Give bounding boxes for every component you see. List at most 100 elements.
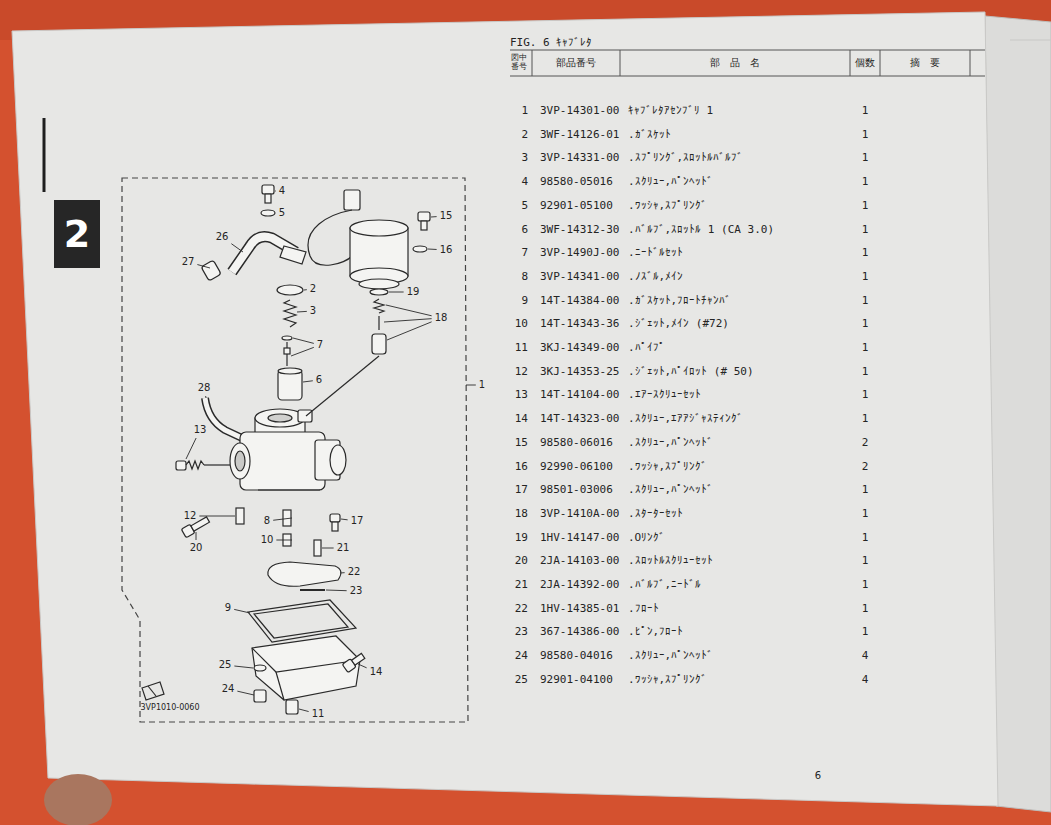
dashed-frame xyxy=(122,178,468,722)
callout-number: 11 xyxy=(312,709,325,719)
carburetor-parts xyxy=(265,194,271,203)
leader-line xyxy=(428,249,437,250)
callout-number: 21 xyxy=(337,543,350,553)
quantity: 1 xyxy=(862,413,869,424)
part-name: .ﾉｽﾞﾙ,ﾒｲﾝ xyxy=(628,270,683,281)
carburetor-parts xyxy=(176,461,186,470)
thumb xyxy=(44,774,112,825)
ref-number: 23 xyxy=(515,626,528,637)
leader-line xyxy=(293,338,314,343)
figure-title: FIG. 6 ｷｬﾌﾞﾚﾀ xyxy=(510,37,592,48)
part-name: ｷｬﾌﾞﾚﾀｱｾﾝﾌﾞﾘ 1 xyxy=(628,105,713,116)
part-name: .ｽｸﾘｭｰ,ﾊﾟﾝﾍｯﾄﾞ xyxy=(628,484,713,495)
carburetor-parts xyxy=(204,464,230,465)
carburetor-parts xyxy=(205,398,242,438)
carburetor-parts xyxy=(284,348,290,354)
leader-line xyxy=(386,305,432,316)
callout-number: 26 xyxy=(216,232,229,242)
carburetor-parts xyxy=(342,652,366,673)
carburetor-parts xyxy=(261,210,275,216)
ref-number: 17 xyxy=(515,484,528,495)
ref-number: 8 xyxy=(521,270,528,281)
carburetor-parts xyxy=(330,514,340,522)
quantity: 4 xyxy=(862,673,869,684)
column-header: 部 品 名 xyxy=(710,58,760,68)
ref-number: 19 xyxy=(515,531,528,542)
part-number: 3VP-14301-00 xyxy=(540,105,619,116)
part-name: .ｶﾞｽｹｯﾄ,ﾌﾛｰﾄﾁｬﾝﾊﾞ xyxy=(628,294,731,305)
ref-number: 2 xyxy=(521,128,528,139)
callout-number: 23 xyxy=(350,586,363,596)
page-sheet xyxy=(880,50,881,76)
carburetor-parts xyxy=(282,336,292,340)
callout-number: 6 xyxy=(316,375,322,385)
callout-number: 25 xyxy=(219,660,232,670)
part-number: 3VP-14331-00 xyxy=(540,152,619,163)
callout-number: 24 xyxy=(222,684,235,694)
ref-number: 20 xyxy=(515,555,528,566)
carburetor-parts xyxy=(240,432,325,490)
quantity: 1 xyxy=(862,294,869,305)
page-sheet xyxy=(12,12,998,806)
carburetor-parts xyxy=(201,260,221,281)
part-name: .ｽｸﾘｭｰ,ﾊﾟﾝﾍｯﾄﾞ xyxy=(628,436,713,447)
page-sheet xyxy=(620,50,621,76)
carburetor-parts xyxy=(378,316,379,330)
callout-number: 27 xyxy=(182,257,195,267)
callout-number: 28 xyxy=(198,383,211,393)
column-header: 個数 xyxy=(855,58,875,68)
column-header: 部品番号 xyxy=(556,58,596,68)
part-number: 3KJ-14353-25 xyxy=(540,365,619,376)
carburetor-parts xyxy=(284,300,296,327)
carburetor-parts xyxy=(258,489,320,490)
part-number: 3WF-14312-30 xyxy=(540,223,619,234)
part-number: 14T-14323-00 xyxy=(540,413,619,424)
part-name: .ﾊﾟｲﾌﾟ xyxy=(628,342,665,353)
quantity: 1 xyxy=(862,152,869,163)
part-number: 2JA-14103-00 xyxy=(540,555,619,566)
part-number: 3VP-1410A-00 xyxy=(540,507,619,518)
leader-line xyxy=(234,666,253,668)
part-name: .ﾆｰﾄﾞﾙｾｯﾄ xyxy=(628,247,683,258)
leader-line xyxy=(303,381,313,382)
carburetor-parts xyxy=(286,700,298,714)
carburetor-parts xyxy=(308,210,352,265)
ref-number: 22 xyxy=(515,602,528,613)
quantity: 1 xyxy=(862,579,869,590)
quantity: 1 xyxy=(862,342,869,353)
carburetor-parts xyxy=(252,648,360,672)
leader-line xyxy=(197,265,210,268)
carburetor-parts xyxy=(421,221,427,230)
leader-line xyxy=(340,572,345,573)
callout-number: 16 xyxy=(440,245,453,255)
carburetor-parts xyxy=(314,540,321,556)
carburetor-parts xyxy=(254,690,266,702)
carburetor-parts xyxy=(370,289,388,295)
carburetor-parts xyxy=(268,562,341,586)
ref-number: 14 xyxy=(515,413,528,424)
callout-number: 15 xyxy=(440,211,453,221)
carburetor-parts xyxy=(142,682,164,700)
part-name: .ﾜｯｼｬ,ｽﾌﾟﾘﾝｸﾞ xyxy=(628,199,707,210)
leader-line xyxy=(387,322,432,340)
carburetor-parts xyxy=(372,334,386,354)
part-name: .ｽｸﾘｭｰ,ﾊﾟﾝﾍｯﾄﾞ xyxy=(628,650,713,661)
carburetor-parts xyxy=(254,665,266,671)
column-header: 摘 要 xyxy=(910,58,940,68)
page-sheet xyxy=(43,118,46,192)
carburetor-parts xyxy=(235,451,245,471)
leader-line xyxy=(326,590,347,592)
part-number: 3WF-14126-01 xyxy=(540,128,619,139)
leader-line xyxy=(297,311,307,313)
quantity: 2 xyxy=(862,436,869,447)
leader-line xyxy=(231,244,243,252)
callout-number: 3 xyxy=(310,306,316,316)
thumb xyxy=(44,774,112,825)
ref-number: 1 xyxy=(521,105,528,116)
carburetor-parts xyxy=(300,589,325,591)
quantity: 2 xyxy=(862,460,869,471)
carburetor-parts xyxy=(186,461,204,469)
carburetor-parts xyxy=(350,220,408,236)
leader-line xyxy=(234,609,250,613)
